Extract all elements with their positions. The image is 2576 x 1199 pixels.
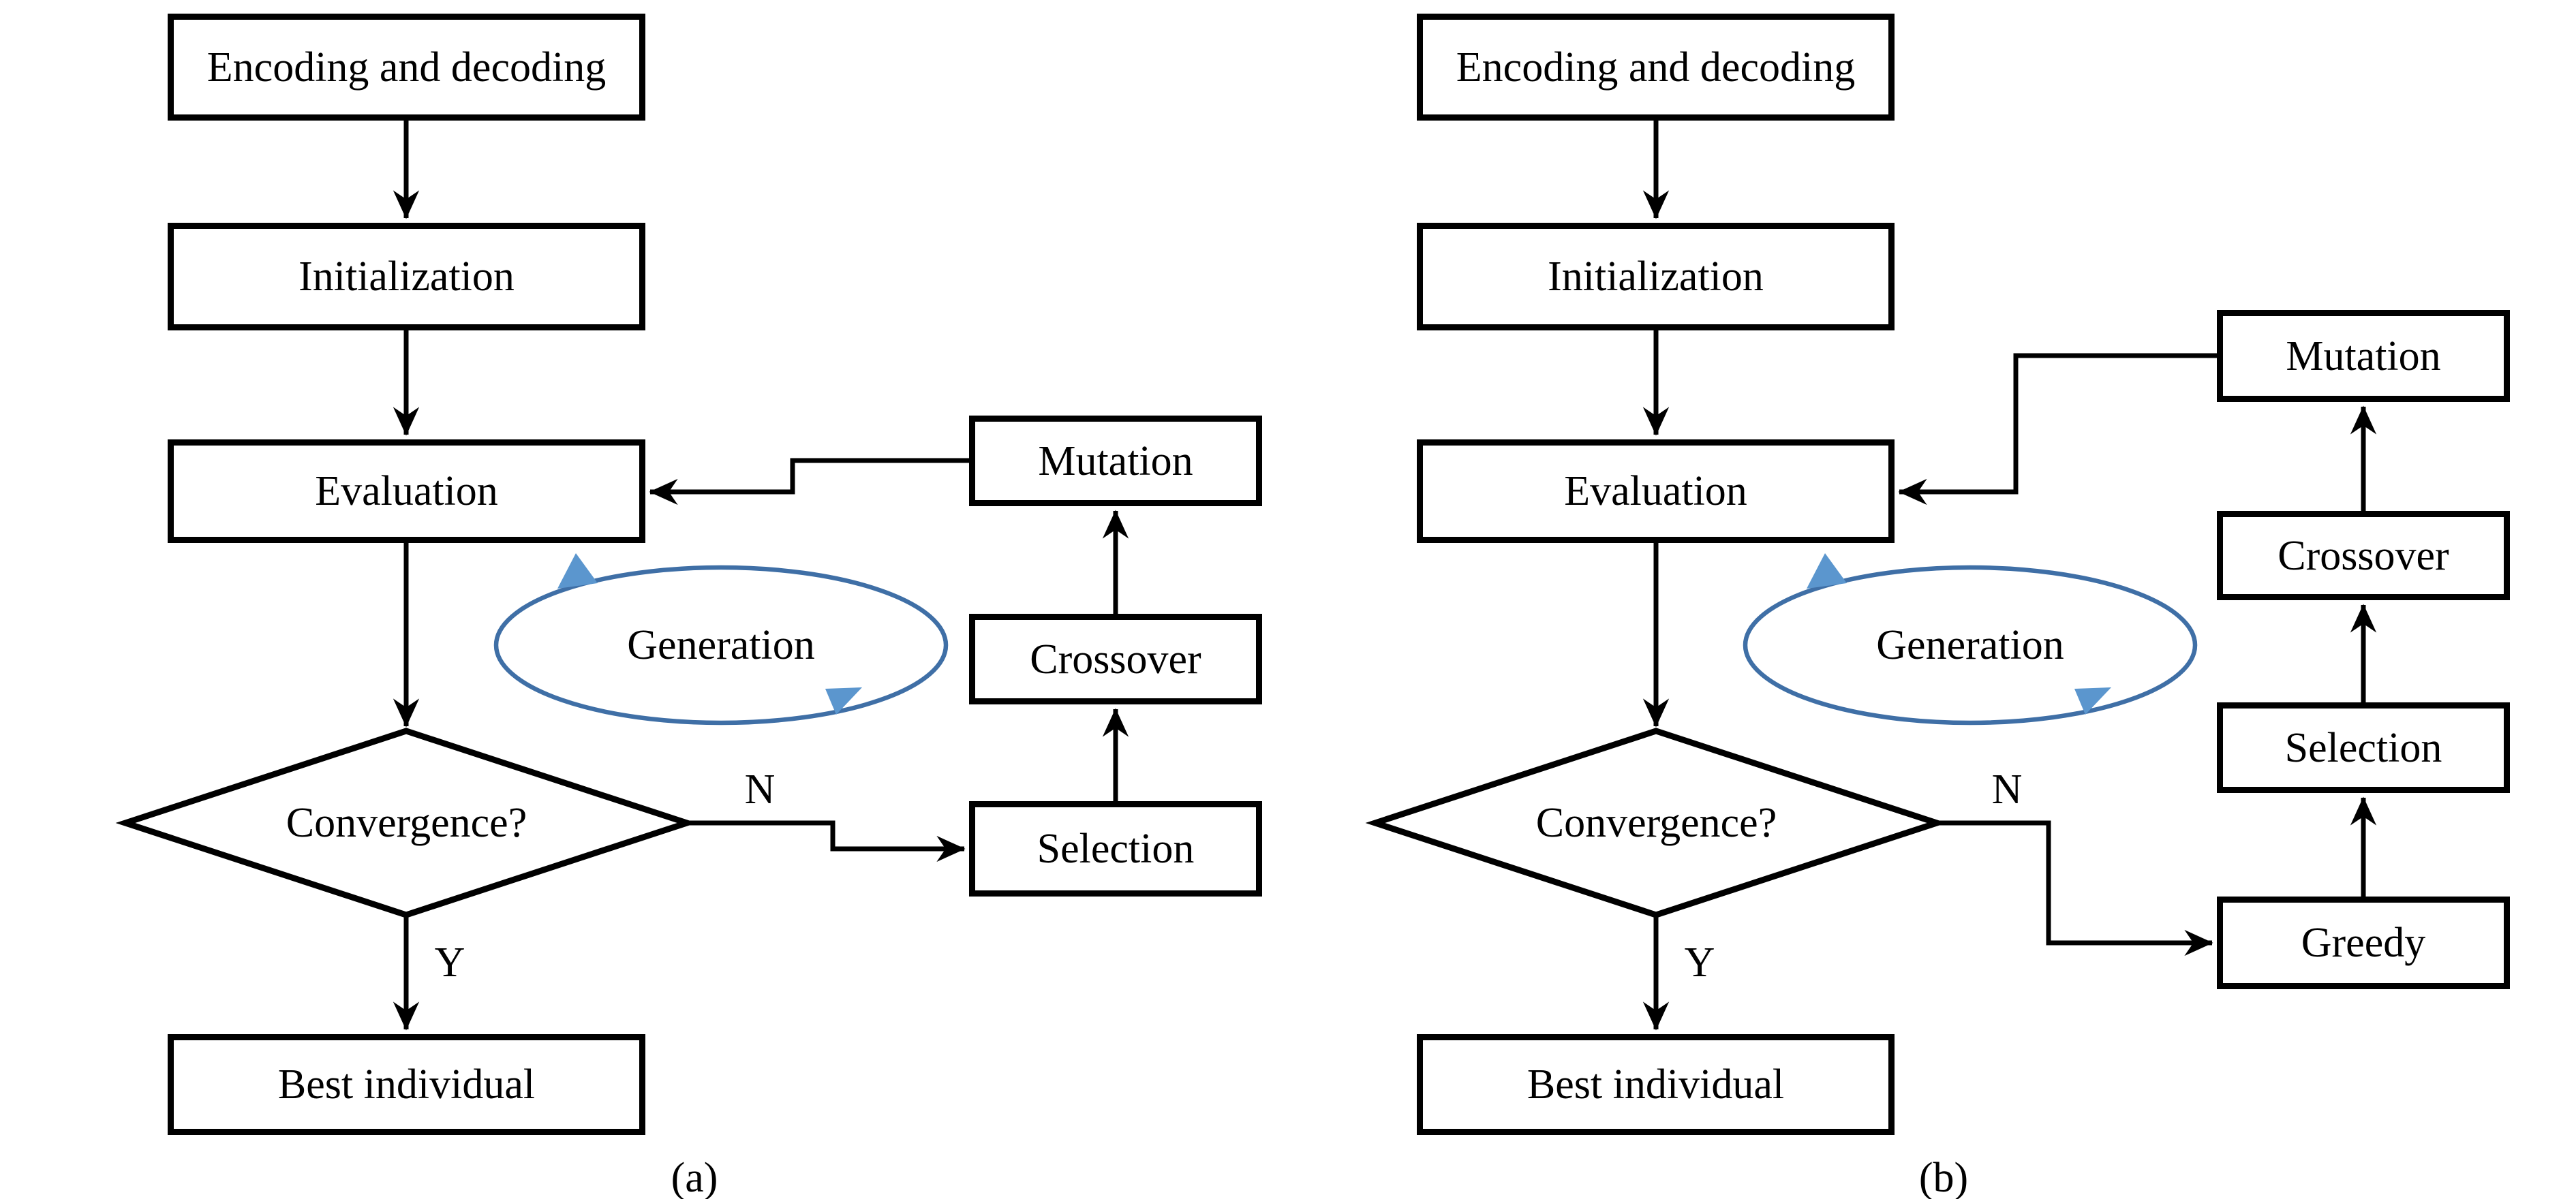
panel-a-convergence-text: Convergence? [286, 800, 527, 846]
panel-b-caption: (b) [1918, 1155, 1969, 1199]
panel-a-encoding-label: Encoding and decoding [206, 44, 607, 91]
panel-b-convergence-text: Convergence? [1535, 800, 1777, 846]
panel-a-best-individual-label: Best individual [277, 1061, 536, 1108]
panel-b-best-individual-label: Best individual [1527, 1061, 1785, 1108]
panel-a-no-label: N [744, 766, 776, 813]
panel-b-mutation-box: Mutation [2217, 310, 2510, 402]
panel-a-selection-box: Selection [969, 801, 1262, 897]
panel-b-generation-label: Generation [1745, 567, 2195, 723]
panel-b-initialization-label: Initialization [1548, 253, 1764, 300]
panel-a-yes-label: Y [434, 939, 465, 986]
panel-a-generation-text: Generation [627, 622, 815, 668]
panel-a-loop-arrow-top-icon [557, 553, 598, 589]
panel-b-selection-box: Selection [2217, 702, 2510, 793]
panel-b-encoding-box: Encoding and decoding [1417, 14, 1895, 121]
panel-b-convergence-label: Convergence? [1417, 749, 1895, 897]
panel-b-greedy-label: Greedy [2301, 920, 2426, 966]
panel-a-mutation-label: Mutation [1038, 437, 1193, 484]
panel-a-best-individual-box: Best individual [168, 1034, 645, 1135]
panel-b-convergence-diamond [1365, 728, 1947, 918]
panel-a-encoding-box: Encoding and decoding [168, 14, 645, 121]
panel-a-selection-label: Selection [1037, 826, 1195, 872]
panel-a-evaluation-label: Evaluation [315, 468, 498, 514]
panel-b-generation-loop-ellipse [1743, 565, 2198, 726]
panel-a-initialization-box: Initialization [168, 223, 645, 330]
panel-b-evaluation-label: Evaluation [1564, 468, 1747, 514]
edge-a-mutation-to-evaluation [649, 458, 969, 505]
panel-a-crossover-label: Crossover [1030, 636, 1201, 683]
edge-a-convergence-no-to-selection [687, 820, 966, 862]
panel-a-caption: (a) [671, 1155, 718, 1199]
panel-b-generation-text: Generation [1876, 622, 2064, 668]
panel-b-initialization-box: Initialization [1417, 223, 1895, 330]
panel-a-evaluation-box: Evaluation [168, 439, 645, 543]
panel-a-mutation-box: Mutation [969, 416, 1262, 506]
panel-b-selection-label: Selection [2284, 724, 2442, 771]
panel-a-convergence-diamond [115, 728, 697, 918]
panel-b-encoding-label: Encoding and decoding [1456, 44, 1856, 91]
edge-b-convergence-no-to-greedy [1937, 820, 2213, 956]
panel-b-yes-label: Y [1684, 939, 1715, 986]
panel-b-no-label: N [1991, 766, 2023, 813]
panel-a-generation-label: Generation [496, 567, 946, 723]
panel-a-initialization-label: Initialization [298, 253, 515, 300]
panel-b-evaluation-box: Evaluation [1417, 439, 1895, 543]
panel-b-greedy-box: Greedy [2217, 897, 2510, 989]
panel-a-loop-arrow-bottom-icon [825, 687, 862, 715]
panel-b-crossover-box: Crossover [2217, 511, 2510, 600]
panel-a-convergence-label: Convergence? [168, 749, 645, 897]
panel-b-loop-arrow-bottom-icon [2074, 687, 2111, 715]
panel-b-crossover-label: Crossover [2278, 532, 2449, 579]
edge-b-mutation-to-evaluation [1898, 353, 2217, 505]
panel-b-best-individual-box: Best individual [1417, 1034, 1895, 1135]
panel-b-loop-arrow-top-icon [1807, 553, 1847, 589]
panel-b-mutation-label: Mutation [2286, 332, 2441, 379]
panel-a-generation-loop-ellipse [493, 565, 949, 726]
panel-a-crossover-box: Crossover [969, 614, 1262, 704]
